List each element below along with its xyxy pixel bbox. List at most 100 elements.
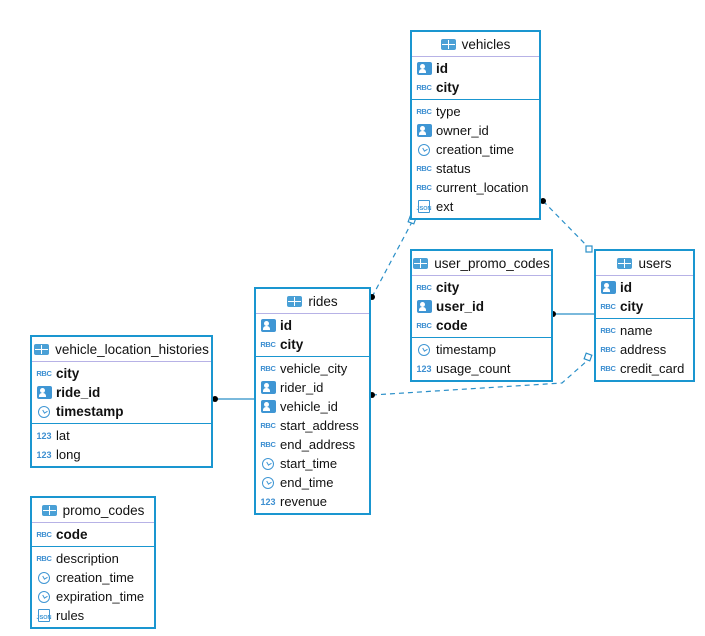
table-header[interactable]: rides [256, 289, 369, 314]
column-row[interactable]: vehicle_id [256, 397, 369, 416]
table-header[interactable]: vehicles [412, 32, 539, 57]
column-name: city [56, 366, 80, 381]
key-column-row[interactable]: id [256, 316, 369, 335]
key-column-row[interactable]: id [412, 59, 539, 78]
key-column-row[interactable]: RBC code [412, 316, 551, 335]
column-name: rider_id [280, 380, 324, 395]
clock-icon [260, 457, 276, 470]
key-column-row[interactable]: timestamp [32, 402, 211, 421]
column-name: ride_id [56, 385, 101, 400]
column-row[interactable]: timestamp [412, 340, 551, 359]
clock-icon [36, 590, 52, 603]
column-row[interactable]: rider_id [256, 378, 369, 397]
table-name: rides [308, 293, 338, 309]
relation-end-square [583, 352, 593, 362]
column-name: ext [436, 199, 454, 214]
column-name: vehicle_id [280, 399, 338, 414]
column-row[interactable]: end_time [256, 473, 369, 492]
column-name: code [436, 318, 468, 333]
relation-rides-users[interactable] [371, 359, 589, 396]
abc-icon: RBC [260, 421, 276, 430]
column-row[interactable]: RBC status [412, 159, 539, 178]
key-column-row[interactable]: ride_id [32, 383, 211, 402]
abc-icon: RBC [600, 302, 616, 311]
column-name: expiration_time [56, 589, 145, 604]
table-name: user_promo_codes [434, 255, 550, 271]
abc-icon: RBC [416, 321, 432, 330]
column-name: address [620, 342, 667, 357]
column-name: lat [56, 428, 70, 443]
relation-vehicles-users[interactable] [542, 200, 591, 250]
column-row[interactable]: start_time [256, 454, 369, 473]
id-card-icon [260, 319, 276, 332]
table-name: vehicles [461, 36, 511, 52]
table-header[interactable]: vehicle_location_histories [32, 337, 211, 362]
column-name: city [436, 280, 460, 295]
column-row[interactable]: creation_time [412, 140, 539, 159]
column-name: revenue [280, 494, 327, 509]
abc-icon: RBC [416, 164, 432, 173]
key-column-row[interactable]: user_id [412, 297, 551, 316]
abc-icon: RBC [600, 364, 616, 373]
table-name: promo_codes [62, 502, 145, 518]
relation-end-dot [540, 198, 546, 204]
key-column-row[interactable]: id [596, 278, 693, 297]
abc-icon: RBC [260, 440, 276, 449]
clock-icon [416, 143, 432, 156]
column-row[interactable]: expiration_time [32, 587, 154, 606]
table-header[interactable]: users [596, 251, 693, 276]
column-name: code [56, 527, 88, 542]
table-header[interactable]: user_promo_codes [412, 251, 551, 276]
column-row[interactable]: creation_time [32, 568, 154, 587]
column-name: status [436, 161, 471, 176]
column-row[interactable]: owner_id [412, 121, 539, 140]
table-icon [413, 257, 429, 269]
column-name: timestamp [56, 404, 124, 419]
table-header[interactable]: promo_codes [32, 498, 154, 523]
clock-icon [416, 343, 432, 356]
relation-end-square [585, 245, 593, 253]
number-icon: 123 [416, 363, 432, 374]
abc-icon: RBC [260, 364, 276, 373]
relation-end-dot [212, 396, 218, 402]
column-name: end_time [280, 475, 334, 490]
column-name: city [436, 80, 460, 95]
relation-rides-vehicles[interactable] [371, 221, 413, 298]
